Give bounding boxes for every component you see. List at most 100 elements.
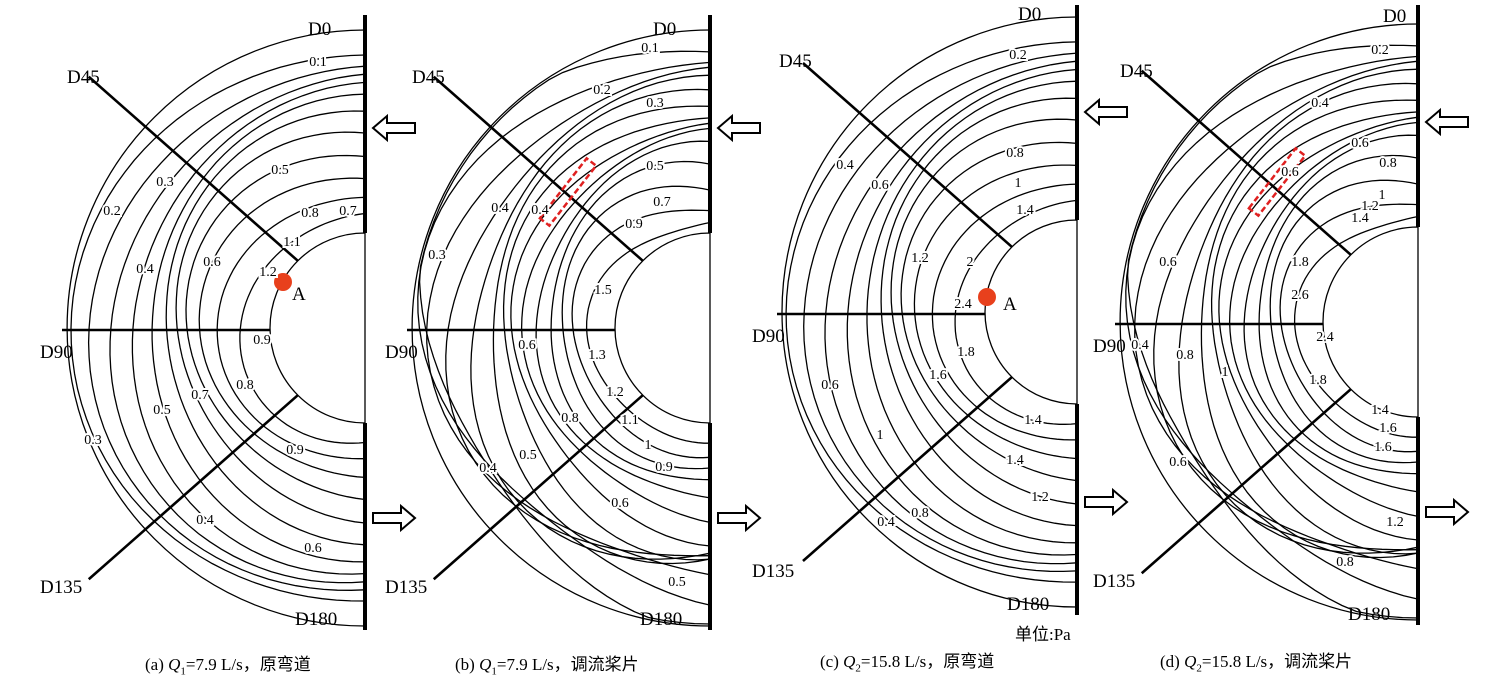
contour-line	[931, 183, 1078, 441]
contour-value-label: 0.6	[1169, 455, 1187, 470]
contour-value-label: 0.7	[339, 204, 357, 219]
direction-label-d45: D45	[1120, 61, 1153, 82]
contour-line	[803, 52, 1078, 573]
contour-line	[165, 110, 366, 546]
contour-value-label: 1	[1379, 188, 1386, 203]
caption-sub: 1	[180, 665, 186, 678]
contour-line	[1279, 203, 1419, 453]
contour-value-label: 0.5	[153, 403, 171, 418]
contour-line	[585, 221, 711, 444]
contour-value-label: 2.4	[954, 297, 972, 312]
inflow-arrow-icon	[1083, 97, 1128, 127]
contour-line	[1200, 99, 1419, 559]
contour-value-label: 2	[967, 255, 974, 270]
inner-bend	[984, 219, 1078, 405]
caption-text: =15.8 L/s，原弯道	[860, 652, 995, 671]
contour-value-label: 0.8	[1176, 348, 1194, 363]
contour-value-label: 0.6	[518, 338, 536, 353]
contour-value-label: 0.4	[836, 158, 854, 173]
direction-label-d180: D180	[1348, 604, 1390, 625]
contour-value-label: 0.3	[156, 175, 174, 190]
contour-line	[535, 140, 711, 499]
contour-value-label: 0.4	[491, 201, 509, 216]
section-line-d135	[87, 394, 299, 581]
contour-line	[1293, 215, 1419, 438]
contour-value-label: 1.2	[911, 251, 929, 266]
contour-value-label: 0.9	[253, 333, 271, 348]
contour-value-label: 0.7	[653, 195, 671, 210]
inner-bend	[1322, 226, 1419, 418]
contour-value-label: 0.7	[191, 388, 209, 403]
direction-label-d90: D90	[1093, 336, 1126, 357]
contour-value-label: 0.6	[871, 178, 889, 193]
direction-label-d0: D0	[653, 19, 676, 40]
direction-label-d90: D90	[752, 326, 785, 347]
contour-value-label: 2.4	[1316, 330, 1334, 345]
section-line-d45	[432, 75, 644, 262]
caption-b: (b) Q1=7.9 L/s，调流桨片	[455, 650, 639, 677]
contour-value-label: 1	[1222, 365, 1229, 380]
contour-line	[445, 74, 711, 557]
direction-label-d45: D45	[412, 67, 445, 88]
caption-sub: 1	[491, 665, 497, 678]
panel-c: D0D45D90D135D180A0.20.40.60.811.421.22.4…	[752, 4, 1129, 615]
contour-line	[954, 199, 1078, 425]
contour-value-label: 0.8	[1006, 146, 1024, 161]
contour-value-label: 0.6	[1351, 136, 1369, 151]
contour-value-label: 0.5	[519, 448, 537, 463]
direction-label-d135: D135	[1093, 571, 1135, 592]
contour-line	[1243, 134, 1419, 493]
contour-value-label: 1.6	[929, 368, 947, 383]
caption-a: (a) Q1=7.9 L/s，原弯道	[145, 650, 311, 677]
section-line-d135	[432, 394, 644, 581]
contour-line	[1126, 44, 1419, 619]
caption-prefix: (c)	[820, 652, 844, 671]
contour-line	[913, 164, 1078, 460]
direction-label-d135: D135	[385, 577, 427, 598]
contour-line	[198, 177, 366, 479]
contour-value-label: 0.4	[196, 513, 214, 528]
direction-label-d180: D180	[640, 609, 682, 630]
point-a-label: A	[1003, 294, 1017, 315]
contour-value-label: 0.8	[1336, 555, 1354, 570]
contour-line	[1228, 121, 1419, 518]
contour-line	[1125, 55, 1419, 600]
contour-value-label: 0.3	[84, 433, 102, 448]
contour-value-label: 0.1	[641, 41, 659, 56]
contour-value-label: 0.9	[625, 217, 643, 232]
caption-q: Q	[168, 655, 181, 674]
contour-value-label: 1.1	[621, 413, 639, 428]
outer-boundary	[781, 16, 1078, 608]
section-line-d45	[802, 61, 1013, 248]
contour-value-label: 1.8	[957, 345, 975, 360]
contour-value-label: 0.5	[271, 163, 289, 178]
section-line-d45	[87, 75, 299, 262]
direction-label-d45: D45	[779, 51, 812, 72]
contour-value-label: 1.4	[1024, 413, 1042, 428]
contour-line	[418, 50, 711, 625]
unit-label: 单位:Pa	[1015, 625, 1071, 644]
contour-value-label: 1.8	[1291, 255, 1309, 270]
contour-line	[550, 160, 711, 481]
caption-prefix: (d)	[1160, 652, 1185, 671]
contour-line	[109, 73, 366, 584]
contour-value-label: 0.5	[646, 159, 664, 174]
contour-value-label: 1.2	[606, 385, 624, 400]
contour-line	[561, 185, 711, 470]
point-a-label: A	[292, 284, 306, 305]
measurement-point-a	[274, 273, 292, 291]
contour-line	[1153, 68, 1419, 551]
contour-line	[151, 93, 366, 563]
caption-sub: 2	[1196, 662, 1202, 675]
section-line-d135	[802, 376, 1013, 563]
contour-value-label: 0.5	[668, 575, 686, 590]
direction-label-d0: D0	[308, 19, 331, 40]
contour-line	[846, 68, 1078, 556]
contour-value-label: 1.6	[1374, 440, 1392, 455]
direction-label-d45: D45	[67, 67, 100, 88]
contour-value-label: 0.3	[428, 248, 446, 263]
outflow-arrow-icon	[372, 503, 417, 533]
contour-value-label: 0.6	[1281, 165, 1299, 180]
contour-line	[1218, 116, 1419, 541]
direction-label-d135: D135	[40, 577, 82, 598]
